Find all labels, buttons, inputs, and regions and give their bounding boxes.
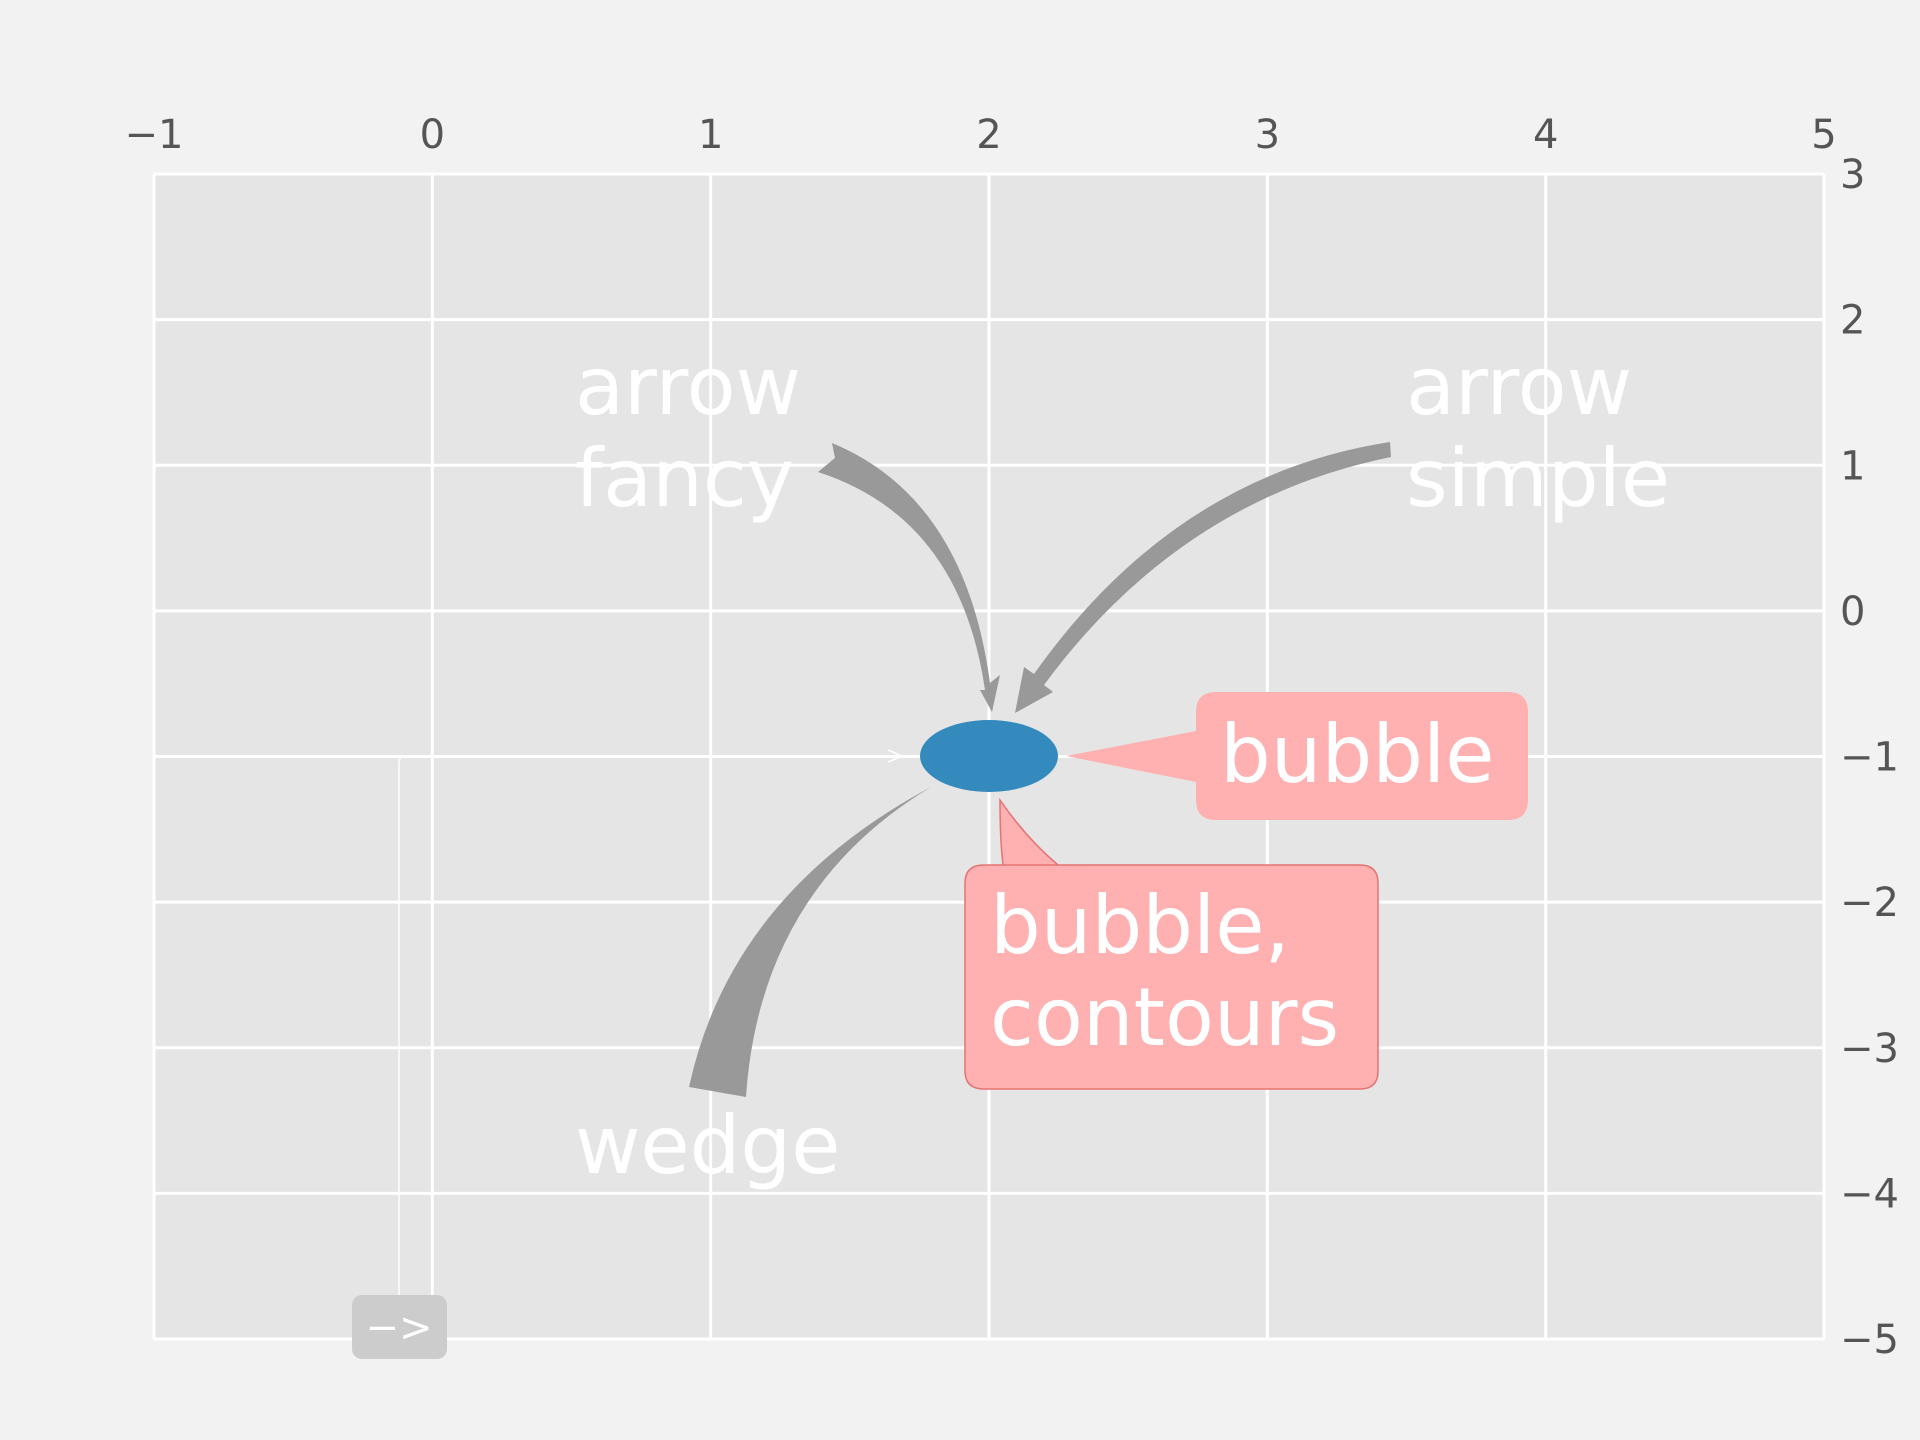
arrow-box-label: −> [365, 1305, 432, 1351]
arrow-simple-label: arrow simple [1406, 340, 1670, 525]
arrow-box-connector [398, 755, 900, 1296]
data-point [920, 720, 1058, 792]
arrow-box-connector-head [887, 749, 904, 763]
bubble-label: bubble [1220, 708, 1495, 801]
wedge-label: wedge [575, 1099, 840, 1192]
wedge-arrow [689, 787, 931, 1097]
fancy-arrow [818, 443, 1000, 712]
y-tick-label: 0 [1840, 589, 1865, 635]
y-tick-label: −3 [1840, 1026, 1899, 1072]
y-tick-labels: 3 2 1 0 −1 −2 −3 −4 −5 [1840, 152, 1899, 1363]
bubble-contours-line-2: contours [990, 971, 1339, 1064]
y-tick-label: −1 [1840, 735, 1899, 781]
arrow-simple-line-1: arrow [1406, 340, 1632, 433]
bubble-annotation [1066, 692, 1528, 820]
arrow-box [352, 1295, 447, 1359]
x-tick-label: −1 [125, 112, 184, 158]
arrow-fancy-line-1: arrow [575, 340, 801, 433]
y-tick-label: −4 [1840, 1171, 1899, 1217]
bubble-contours-label: bubble, contours [990, 879, 1339, 1064]
y-tick-label: −5 [1840, 1317, 1899, 1363]
x-tick-label: 4 [1533, 112, 1558, 158]
y-tick-label: 2 [1840, 298, 1865, 344]
x-tick-label: 1 [698, 112, 723, 158]
x-tick-label: 0 [420, 112, 445, 158]
x-tick-label: 3 [1255, 112, 1280, 158]
arrow-fancy-line-2: fancy [575, 432, 794, 525]
x-tick-labels: −1 0 1 2 3 4 5 [125, 112, 1837, 158]
x-tick-label: 5 [1811, 112, 1836, 158]
bubble-contours-line-1: bubble, [990, 879, 1290, 972]
bubble-contours-box [964, 797, 1379, 1090]
arrow-fancy-label: arrow fancy [575, 340, 826, 525]
bubble-contours-annotation [964, 797, 1379, 1090]
x-tick-label: 2 [976, 112, 1001, 158]
y-tick-label: 1 [1840, 443, 1865, 489]
bubble-box [1066, 692, 1528, 820]
arrow-simple-line-2: simple [1406, 432, 1670, 525]
y-tick-label: −2 [1840, 880, 1899, 926]
y-tick-label: 3 [1840, 152, 1865, 198]
